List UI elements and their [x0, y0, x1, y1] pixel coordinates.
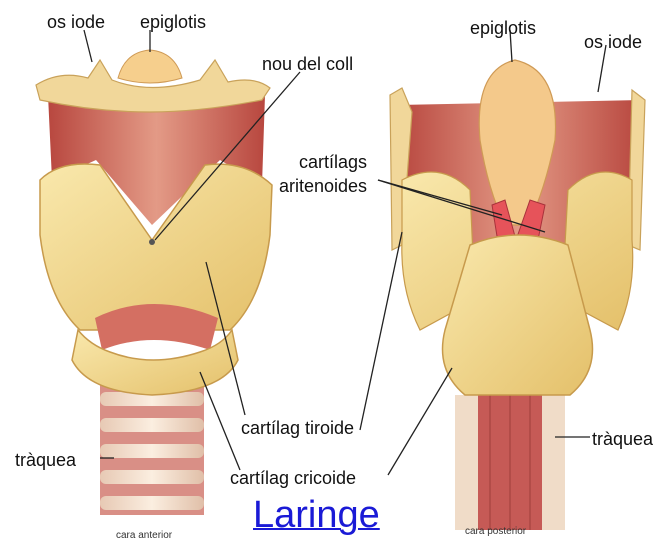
caption-posterior: cara posterior: [465, 526, 526, 537]
trachea-right: [455, 395, 565, 530]
label-traquea-right: tràquea: [592, 429, 653, 449]
label-aritenoides: aritenoides: [279, 176, 367, 196]
label-cartilags: cartílags: [299, 152, 367, 172]
label-os-iode-right: os iode: [584, 32, 642, 52]
label-os-iode-left: os iode: [47, 12, 105, 32]
page-title: Laringe: [253, 494, 380, 537]
adams-apple-marker: [149, 239, 155, 245]
label-nou-del-coll: nou del coll: [262, 54, 353, 74]
label-cartilag-cricoide: cartílag cricoide: [230, 468, 356, 488]
anterior-view: [36, 50, 272, 515]
label-epiglotis-right: epiglotis: [470, 18, 536, 38]
label-traquea-left: tràquea: [15, 450, 76, 470]
caption-anterior: cara anterior: [116, 530, 172, 541]
posterior-view: [390, 60, 645, 530]
trachea-left: [100, 385, 204, 515]
label-cartilag-tiroide: cartílag tiroide: [241, 418, 354, 438]
epiglottis-left: [118, 50, 182, 83]
label-epiglotis-left: epiglotis: [140, 12, 206, 32]
